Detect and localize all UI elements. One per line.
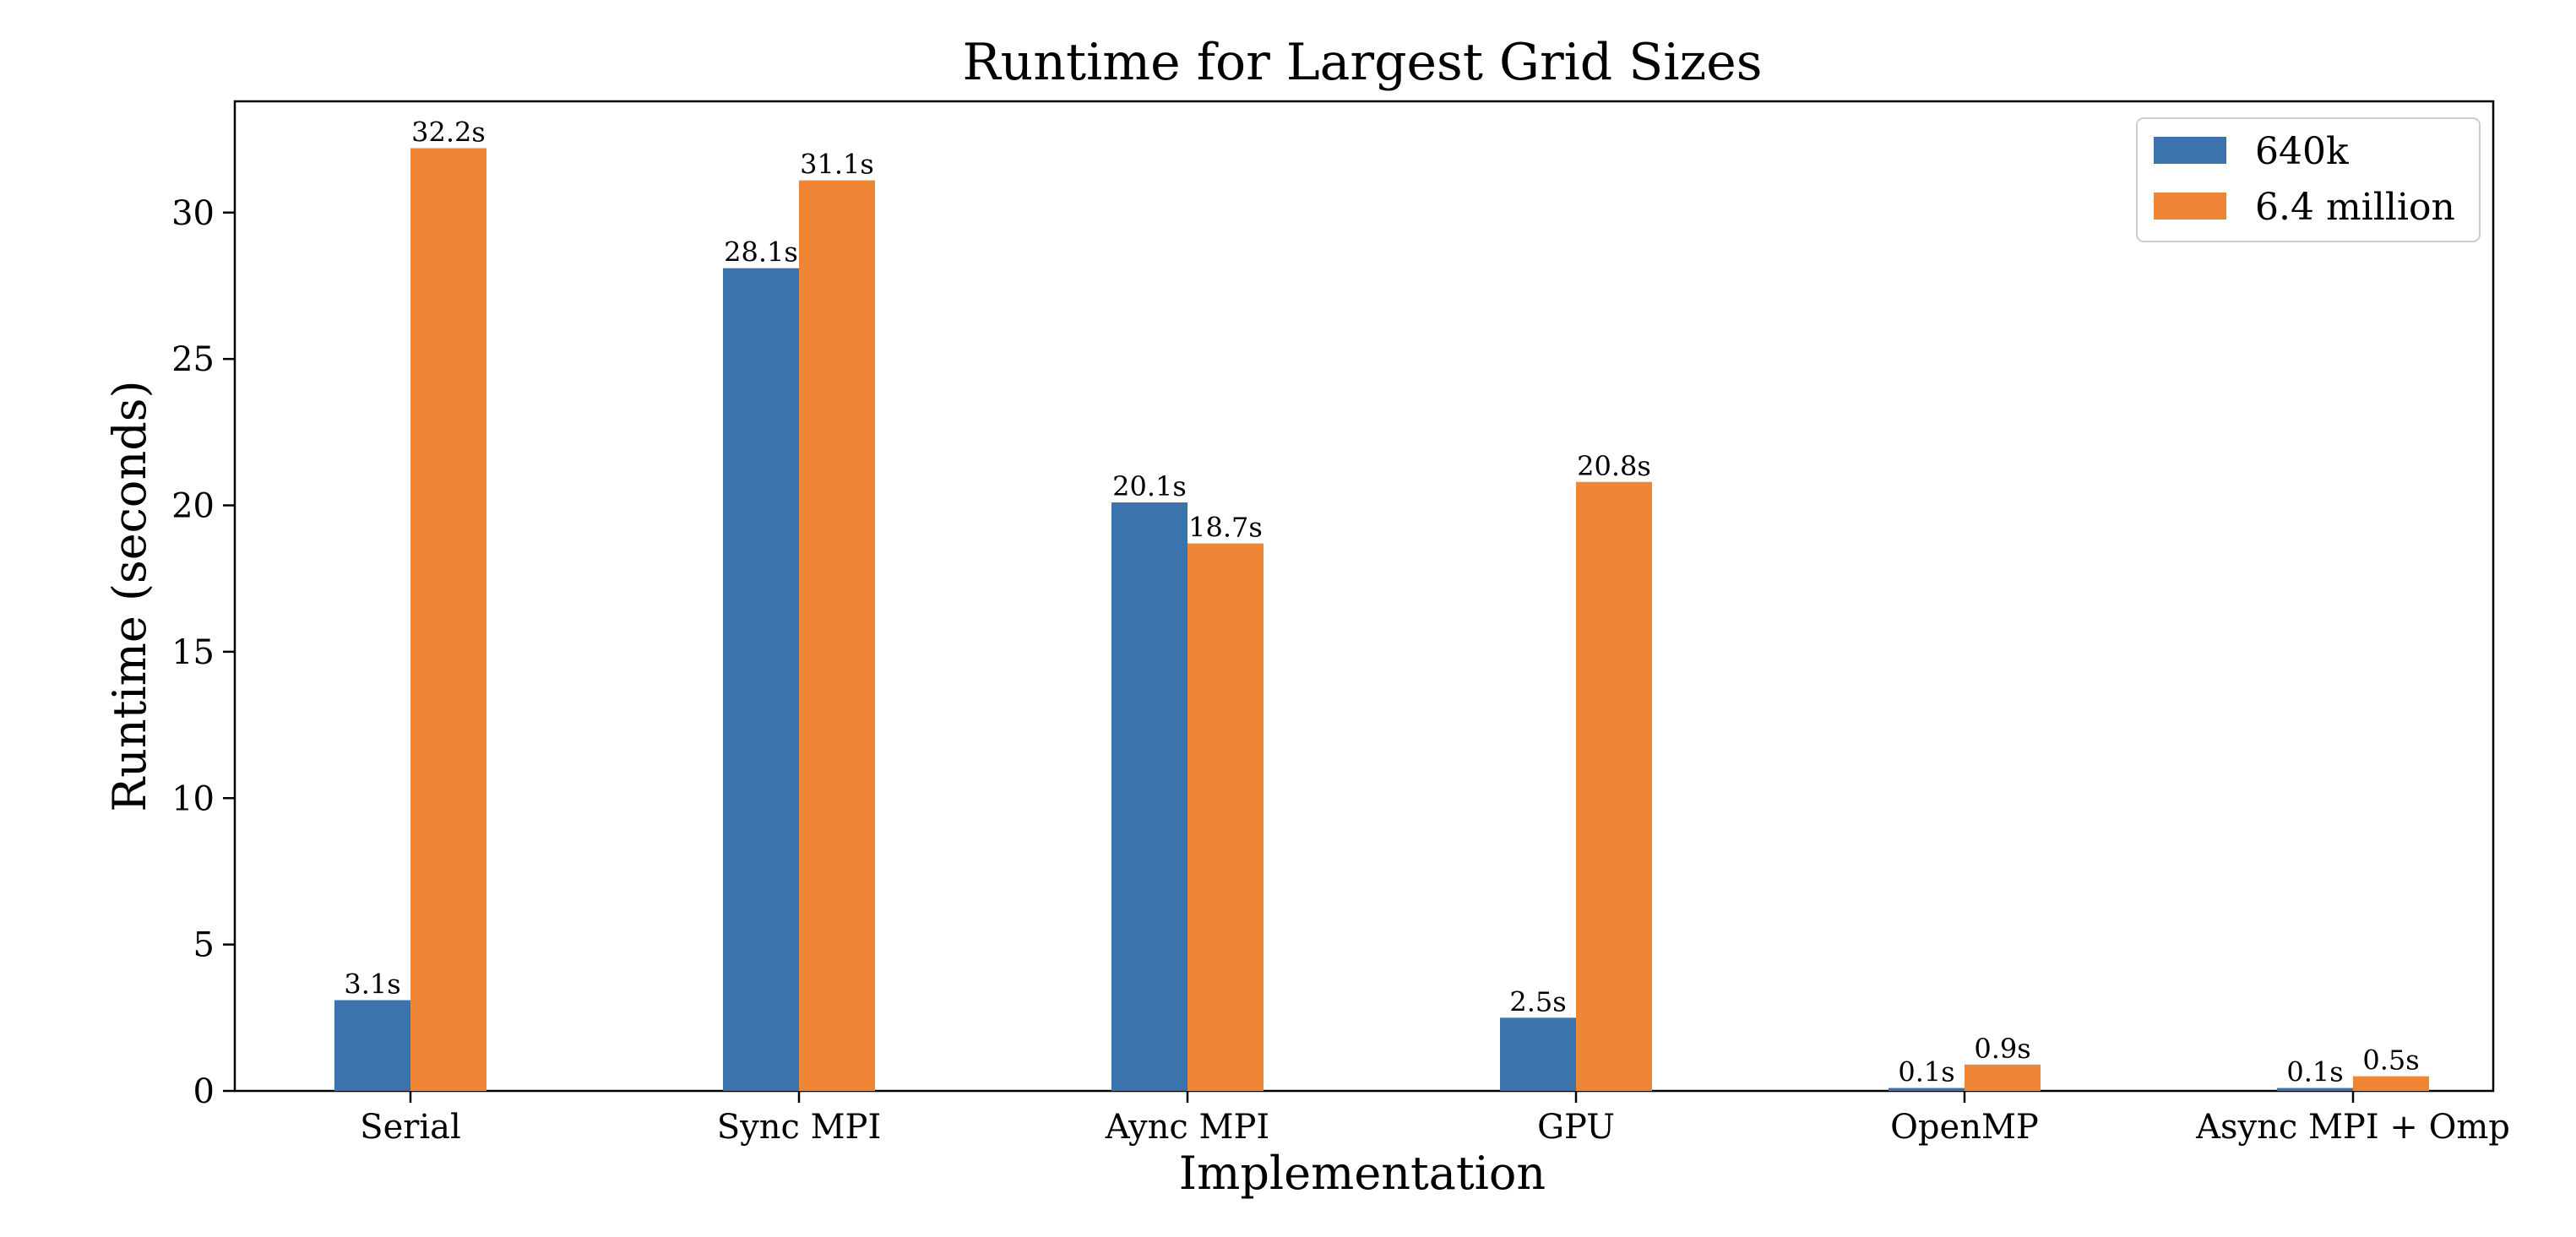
- y-tick-label-3: 15: [171, 633, 215, 672]
- x-tick-label-1: Sync MPI: [717, 1108, 882, 1147]
- bar-3-1: [1576, 481, 1652, 1091]
- bar-label-3-0: 2.5s: [1509, 985, 1566, 1017]
- bar-label-5-0: 0.1s: [2286, 1056, 2343, 1088]
- y-tick-label-5: 25: [171, 340, 215, 379]
- x-tick-label-4: OpenMP: [1890, 1108, 2039, 1147]
- bar-3-0: [1500, 1017, 1576, 1091]
- y-tick-label-1: 5: [193, 926, 215, 965]
- x-tick-label-3: GPU: [1537, 1108, 1615, 1147]
- bar-label-1-0: 28.1s: [724, 236, 798, 269]
- bar-1-0: [723, 268, 799, 1091]
- bar-5-1: [2353, 1076, 2429, 1091]
- bar-label-3-1: 20.8s: [1577, 450, 1651, 482]
- chart-title: Runtime for Largest Grid Sizes: [963, 33, 1763, 92]
- bar-label-5-1: 0.5s: [2362, 1044, 2419, 1077]
- bar-0-1: [410, 148, 486, 1092]
- bar-4-0: [1889, 1088, 1965, 1091]
- bar-2-0: [1111, 502, 1187, 1091]
- legend-label-0: 640k: [2255, 130, 2349, 173]
- bar-0-0: [334, 1000, 410, 1091]
- legend: 640k 6.4 million: [2136, 117, 2481, 242]
- legend-swatch-0: [2154, 137, 2226, 164]
- bar-2-1: [1187, 543, 1264, 1091]
- bar-label-0-1: 32.2s: [411, 116, 486, 148]
- y-tick-label-2: 10: [171, 779, 215, 818]
- y-tick-label-0: 0: [193, 1072, 215, 1111]
- plot-frame: [233, 100, 2495, 1093]
- x-tick-label-2: Aync MPI: [1105, 1108, 1269, 1147]
- bar-label-1-1: 31.1s: [800, 149, 874, 181]
- bar-1-1: [799, 180, 875, 1091]
- bar-label-0-0: 3.1s: [344, 968, 400, 1001]
- bar-label-2-0: 20.1s: [1112, 470, 1187, 502]
- bar-label-2-1: 18.7s: [1188, 512, 1263, 544]
- x-tick-label-5: Async MPI + Omp: [2195, 1108, 2510, 1147]
- bar-label-4-0: 0.1s: [1898, 1056, 1954, 1088]
- bar-4-1: [1965, 1064, 2041, 1091]
- x-axis-label: Implementation: [1179, 1147, 1546, 1200]
- bar-5-0: [2277, 1088, 2353, 1091]
- y-tick-label-4: 20: [171, 487, 215, 526]
- y-tick-label-6: 30: [171, 194, 215, 233]
- x-tick-label-0: Serial: [360, 1108, 461, 1147]
- legend-swatch-1: [2154, 193, 2226, 220]
- bar-label-4-1: 0.9s: [1974, 1033, 2030, 1065]
- legend-label-1: 6.4 million: [2255, 186, 2455, 229]
- y-axis-label: Runtime (seconds): [103, 380, 156, 811]
